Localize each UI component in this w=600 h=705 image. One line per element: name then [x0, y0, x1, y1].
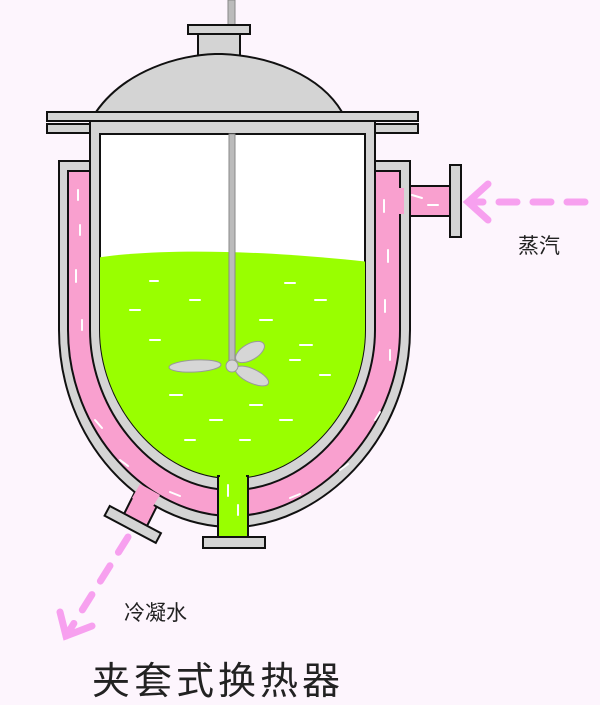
agitator-shaft-top	[227, 0, 236, 29]
top-nozzle-flange	[187, 24, 251, 35]
diagram-title: 夹套式换热器	[92, 659, 345, 703]
steam-inlet-arrow	[462, 180, 589, 224]
condensate-outlet-arrow	[56, 533, 132, 641]
bottom-outlet-pipe	[217, 475, 249, 539]
flow-marks	[75, 189, 439, 516]
agitator-shaft	[228, 133, 236, 365]
vessel-dome-lid	[94, 53, 344, 113]
impeller	[168, 340, 270, 387]
condensate-label: 冷凝水	[124, 601, 187, 625]
bottom-outlet-flange	[202, 536, 266, 549]
condensate-outlet-flange	[103, 504, 163, 545]
lid-flange	[46, 111, 419, 122]
steam-label: 蒸汽	[518, 234, 560, 258]
steam-inlet-flange	[449, 164, 462, 238]
